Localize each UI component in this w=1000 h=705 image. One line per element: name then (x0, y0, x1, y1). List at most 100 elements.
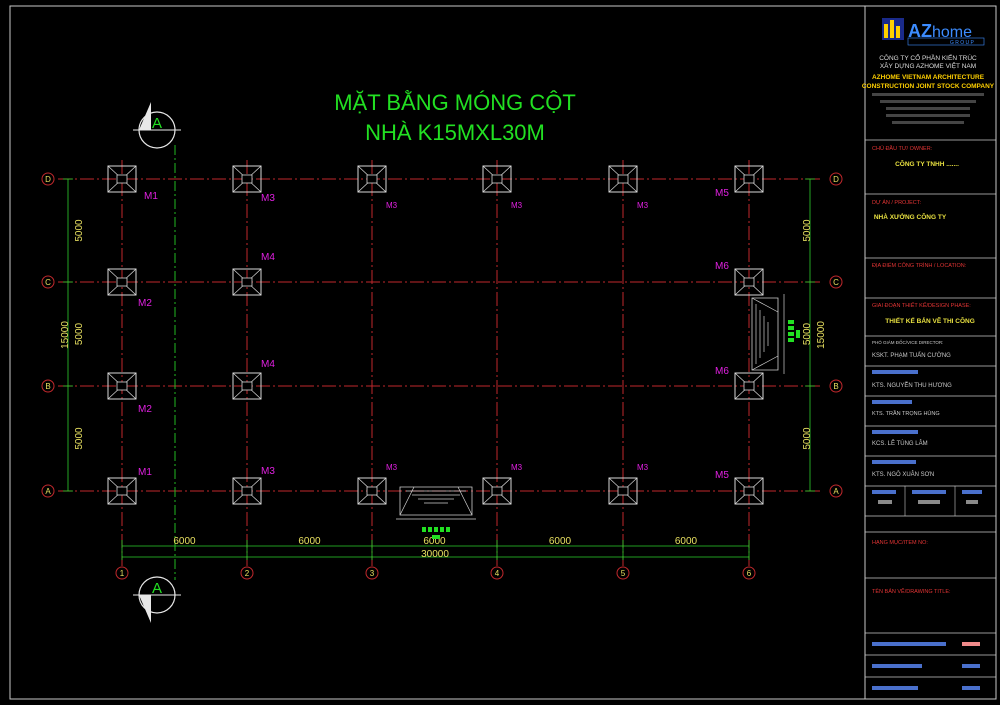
footing-label-B6: M6 (715, 366, 729, 377)
company-en-1: AZHOME VIETNAM ARCHITECTURE (872, 74, 985, 81)
footing-label-A2: M3 (261, 466, 275, 477)
axis-label-A-left: A (45, 487, 51, 496)
logo-az: AZ (908, 21, 932, 41)
axis-label-D-left: D (45, 175, 51, 184)
axis-bubble-4 (490, 566, 504, 580)
owner-value: CÔNG TY TNHH ....... (895, 159, 959, 168)
footing-B6 (734, 372, 764, 400)
footing-A1 (107, 477, 137, 505)
axis-label-6: 6 (747, 569, 752, 578)
axis-bubble-3 (365, 566, 379, 580)
section-marker-top-label: A (152, 115, 162, 132)
person-2: KTS. NGUYỄN THU HƯƠNG (872, 382, 952, 389)
footing-label-B2: M4 (261, 359, 275, 370)
person-5: KTS. NGÔ XUÂN SƠN (872, 471, 934, 478)
drawing-title-line2: NHÀ K15MXL30M (365, 120, 545, 145)
footing-A5 (608, 477, 638, 505)
axis-label-B-left: B (45, 382, 50, 391)
footing-D1 (107, 165, 137, 193)
director-label: PHÓ GIÁM ĐỐC/VICE DIRECTOR: (872, 339, 943, 345)
axis-label-5: 5 (621, 569, 626, 578)
axis-bubble-2 (240, 566, 254, 580)
footing-A2 (232, 477, 262, 505)
axis-label-C-right: C (833, 278, 839, 287)
company-vn-1: CÔNG TY CỔ PHẦN KIẾN TRÚC (879, 52, 977, 62)
logo-home: home (932, 24, 972, 41)
footing-C2 (232, 268, 262, 296)
person-1: KSKT. PHẠM TUẤN CƯỜNG (872, 352, 951, 359)
dim-span-bottom-3: 6000 (423, 536, 446, 547)
company-vn-2: XÂY DỰNG AZHOME VIỆT NAM (880, 61, 976, 70)
company-logo: AZ home G R O U P (882, 18, 985, 46)
axis-bubble-A-left (41, 484, 55, 498)
drawing-title-line1: MẶT BẰNG MÓNG CỘT (334, 90, 576, 115)
footing-label-A4: M3 (511, 463, 523, 472)
dim-span-bottom-2: 6000 (298, 536, 321, 547)
axis-label-D-right: D (833, 175, 839, 184)
logo-group: G R O U P (950, 40, 975, 46)
axis-bubble-B-right (829, 379, 843, 393)
axis-bubble-D-right (829, 172, 843, 186)
footing-label-C6: M6 (715, 261, 729, 272)
footing-B1 (107, 372, 137, 400)
footing-A3 (357, 477, 387, 505)
dim-total-right: 15000 (816, 321, 827, 349)
footing-C1 (107, 268, 137, 296)
axis-label-B-right: B (833, 382, 838, 391)
footing-label-D1: M1 (144, 191, 158, 202)
axis-label-3: 3 (370, 569, 375, 578)
axis-bubble-5 (616, 566, 630, 580)
footing-D6 (734, 165, 764, 193)
footing-label-C2: M4 (261, 252, 275, 263)
footing-label-A1: M1 (138, 467, 152, 478)
project-label: DỰ ÁN / PROJECT: (872, 199, 921, 206)
footing-label-B1: M2 (138, 404, 152, 415)
dim-span-right-2: 5000 (802, 322, 813, 345)
footing-D5 (608, 165, 638, 193)
footing-label-A6: M5 (715, 470, 729, 481)
dim-total-bottom: 30000 (421, 549, 449, 560)
dim-total-left: 15000 (60, 321, 71, 349)
phase-value: THIẾT KẾ BẢN VẼ THI CÔNG (885, 315, 975, 325)
axis-bubble-D-left (41, 172, 55, 186)
dim-span-left-3: 5000 (74, 427, 85, 450)
section-marker-bottom-label: A (152, 580, 162, 597)
dim-span-right-3: 5000 (802, 427, 813, 450)
footing-label-C1: M2 (138, 298, 152, 309)
footing-B2 (232, 372, 262, 400)
footing-C6 (734, 268, 764, 296)
dim-span-left-2: 5000 (74, 322, 85, 345)
drawing-title-label: TÊN BẢN VẼ/DRAWING TITLE: (872, 587, 951, 595)
axis-bubble-6 (742, 566, 756, 580)
axis-label-4: 4 (495, 569, 500, 578)
location-label: ĐỊA ĐIỂM CÔNG TRÌNH / LOCATION: (872, 262, 967, 269)
entrance-stair-right (751, 294, 800, 374)
footing-D2 (232, 165, 262, 193)
axis-bubble-C-right (829, 275, 843, 289)
footing-A6 (734, 477, 764, 505)
person-3: KTS. TRẦN TRỌNG HÙNG (872, 410, 940, 417)
dim-span-right-1: 5000 (802, 219, 813, 242)
footing-label-D5: M3 (637, 201, 649, 210)
footing-label-D2: M3 (261, 193, 275, 204)
axis-label-C-left: C (45, 278, 51, 287)
axis-bubble-1 (115, 566, 129, 580)
footing-D4 (482, 165, 512, 193)
footing-label-A3: M3 (386, 463, 398, 472)
dim-span-bottom-5: 6000 (675, 536, 698, 547)
dim-span-bottom-1: 6000 (173, 536, 196, 547)
section-marker-bottom: A (133, 576, 181, 623)
axis-label-A-right: A (833, 487, 839, 496)
footing-D3 (357, 165, 387, 193)
phase-label: GIAI ĐOẠN THIẾT KẾ/DESIGN PHASE: (872, 302, 971, 309)
sheet-frame (9, 5, 997, 700)
axis-bubble-A-right (829, 484, 843, 498)
footing-label-D3: M3 (386, 201, 398, 210)
footing-label-D4: M3 (511, 201, 523, 210)
project-value: NHÀ XƯỞNG CÔNG TY (874, 212, 947, 221)
axis-label-1: 1 (120, 569, 125, 578)
axis-bubble-C-left (41, 275, 55, 289)
